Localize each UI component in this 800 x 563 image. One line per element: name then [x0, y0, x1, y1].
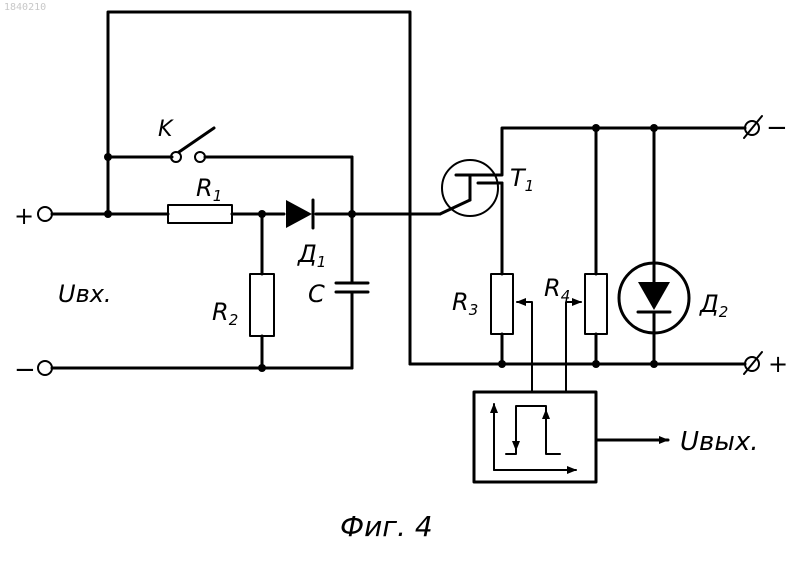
top-feedback-wire [108, 12, 410, 364]
figure-caption: Фиг. 4 [340, 510, 433, 543]
resistor-r3 [491, 274, 532, 392]
resistor-r2 [250, 214, 274, 368]
corner-id: 1840210 [4, 2, 46, 13]
resistor-r4 [566, 128, 607, 392]
transistor-t1 [440, 128, 700, 274]
output-plus-terminal-end [744, 352, 762, 374]
capacitor-c [336, 214, 368, 368]
r1-label: R1 [196, 174, 222, 205]
diode-d1 [286, 200, 313, 228]
measuring-unit [474, 392, 668, 482]
zener-diode-d2 [619, 128, 689, 364]
u-out-label: Uвых. [680, 427, 759, 457]
junction-dots [104, 124, 658, 372]
d1-label: Д1 [297, 240, 326, 271]
resistor-r1 [168, 205, 232, 223]
input-plus-label: + [14, 202, 34, 230]
input-minus-terminal [38, 361, 52, 375]
r3-label: R3 [452, 288, 478, 319]
output-plus-label: + [768, 350, 788, 378]
output-minus-label: − [766, 113, 788, 143]
r4-label: R4 [544, 274, 570, 305]
d2-label: Д2 [699, 290, 728, 321]
t1-label: T1 [510, 164, 534, 195]
c-label: C [308, 280, 325, 308]
input-minus-label: − [14, 355, 36, 385]
switch-label: K [158, 117, 174, 142]
u-in-label: Uвх. [58, 280, 112, 308]
output-minus-terminal [700, 116, 762, 138]
input-plus-terminal [38, 207, 52, 221]
switch-k [108, 128, 352, 214]
r2-label: R2 [212, 298, 238, 329]
